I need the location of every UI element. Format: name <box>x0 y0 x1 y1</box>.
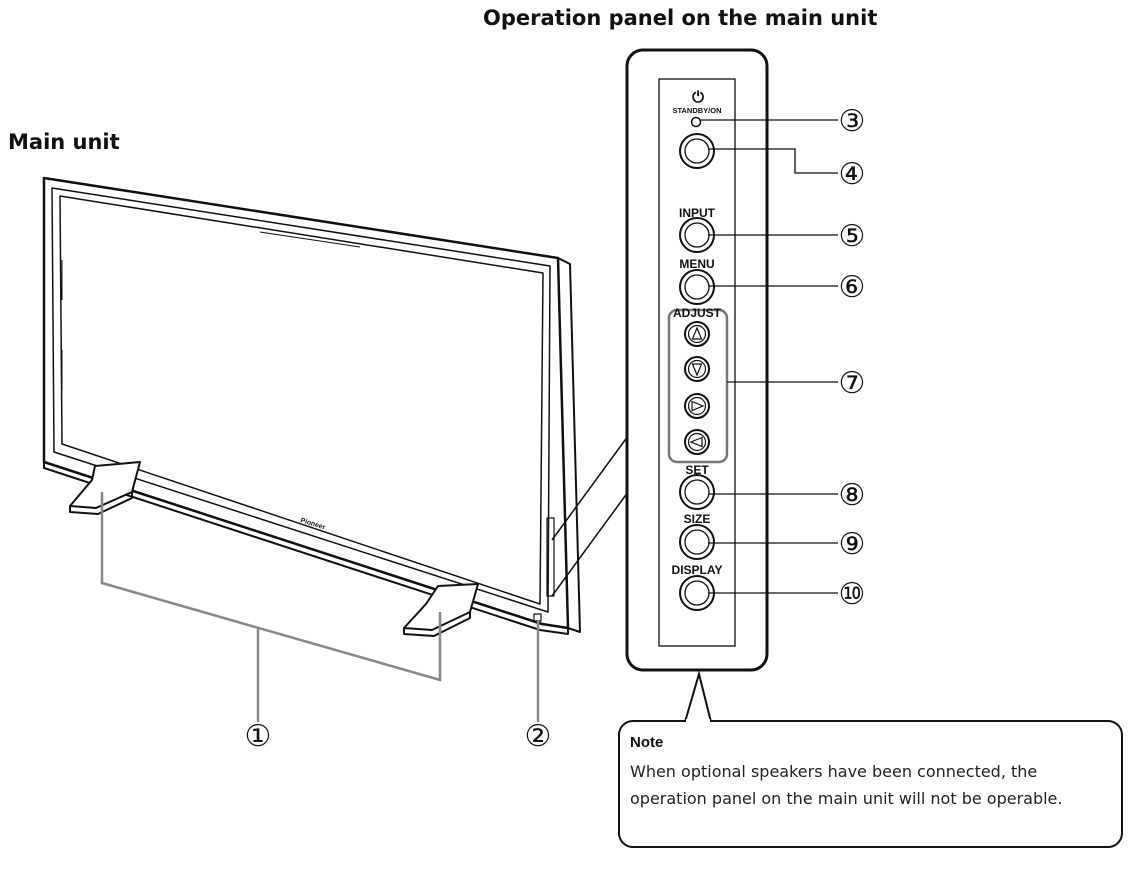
set-label: SET <box>685 463 709 477</box>
callout-9: ⑨ <box>839 527 866 562</box>
main-unit-title: Main unit <box>8 130 120 154</box>
main-unit-drawing <box>42 176 581 637</box>
standby-label: STANDBY/ON <box>672 106 721 115</box>
panel-callout-leaders <box>701 119 838 594</box>
standby-indicator-led <box>690 116 702 128</box>
size-label: SIZE <box>684 512 711 526</box>
note-frame <box>618 720 1123 848</box>
power-icon: ⏻ <box>692 89 704 106</box>
callout-10: ⑩ <box>839 577 866 612</box>
adjust-label: ADJUST <box>673 306 722 320</box>
callout-8: ⑧ <box>839 478 866 513</box>
standby-on-button[interactable] <box>679 133 715 169</box>
note-heading: Note <box>630 734 664 751</box>
up-triangle-icon <box>691 326 703 340</box>
set-button[interactable] <box>679 474 715 510</box>
input-label: INPUT <box>679 206 716 220</box>
adjust-right-button[interactable] <box>684 393 710 419</box>
adjust-group-frame <box>667 308 729 464</box>
left-triangle-icon <box>689 436 703 448</box>
right-triangle-icon <box>691 400 705 412</box>
callout-4: ④ <box>839 157 866 192</box>
callout-5: ⑤ <box>839 219 866 254</box>
callout-1-leader <box>100 492 442 722</box>
size-button[interactable] <box>679 524 715 560</box>
down-triangle-icon <box>691 363 703 377</box>
adjust-up-button[interactable] <box>684 321 710 347</box>
callout-2: ② <box>525 719 552 754</box>
callout-3: ③ <box>839 104 866 139</box>
adjust-down-button[interactable] <box>684 356 710 382</box>
adjust-left-button[interactable] <box>684 429 710 455</box>
note-body: When optional speakers have been connect… <box>630 762 1063 808</box>
callout-7: ⑦ <box>839 366 866 401</box>
input-button[interactable] <box>679 217 715 253</box>
menu-button[interactable] <box>679 269 715 305</box>
callout-6: ⑥ <box>839 270 866 305</box>
callout-1: ① <box>245 719 272 754</box>
display-label: DISPLAY <box>672 563 723 577</box>
menu-label: MENU <box>679 257 714 271</box>
operation-panel-title: Operation panel on the main unit <box>483 6 878 30</box>
note-box: Note When optional speakers have been co… <box>618 720 1123 848</box>
zoom-lines <box>551 435 629 597</box>
